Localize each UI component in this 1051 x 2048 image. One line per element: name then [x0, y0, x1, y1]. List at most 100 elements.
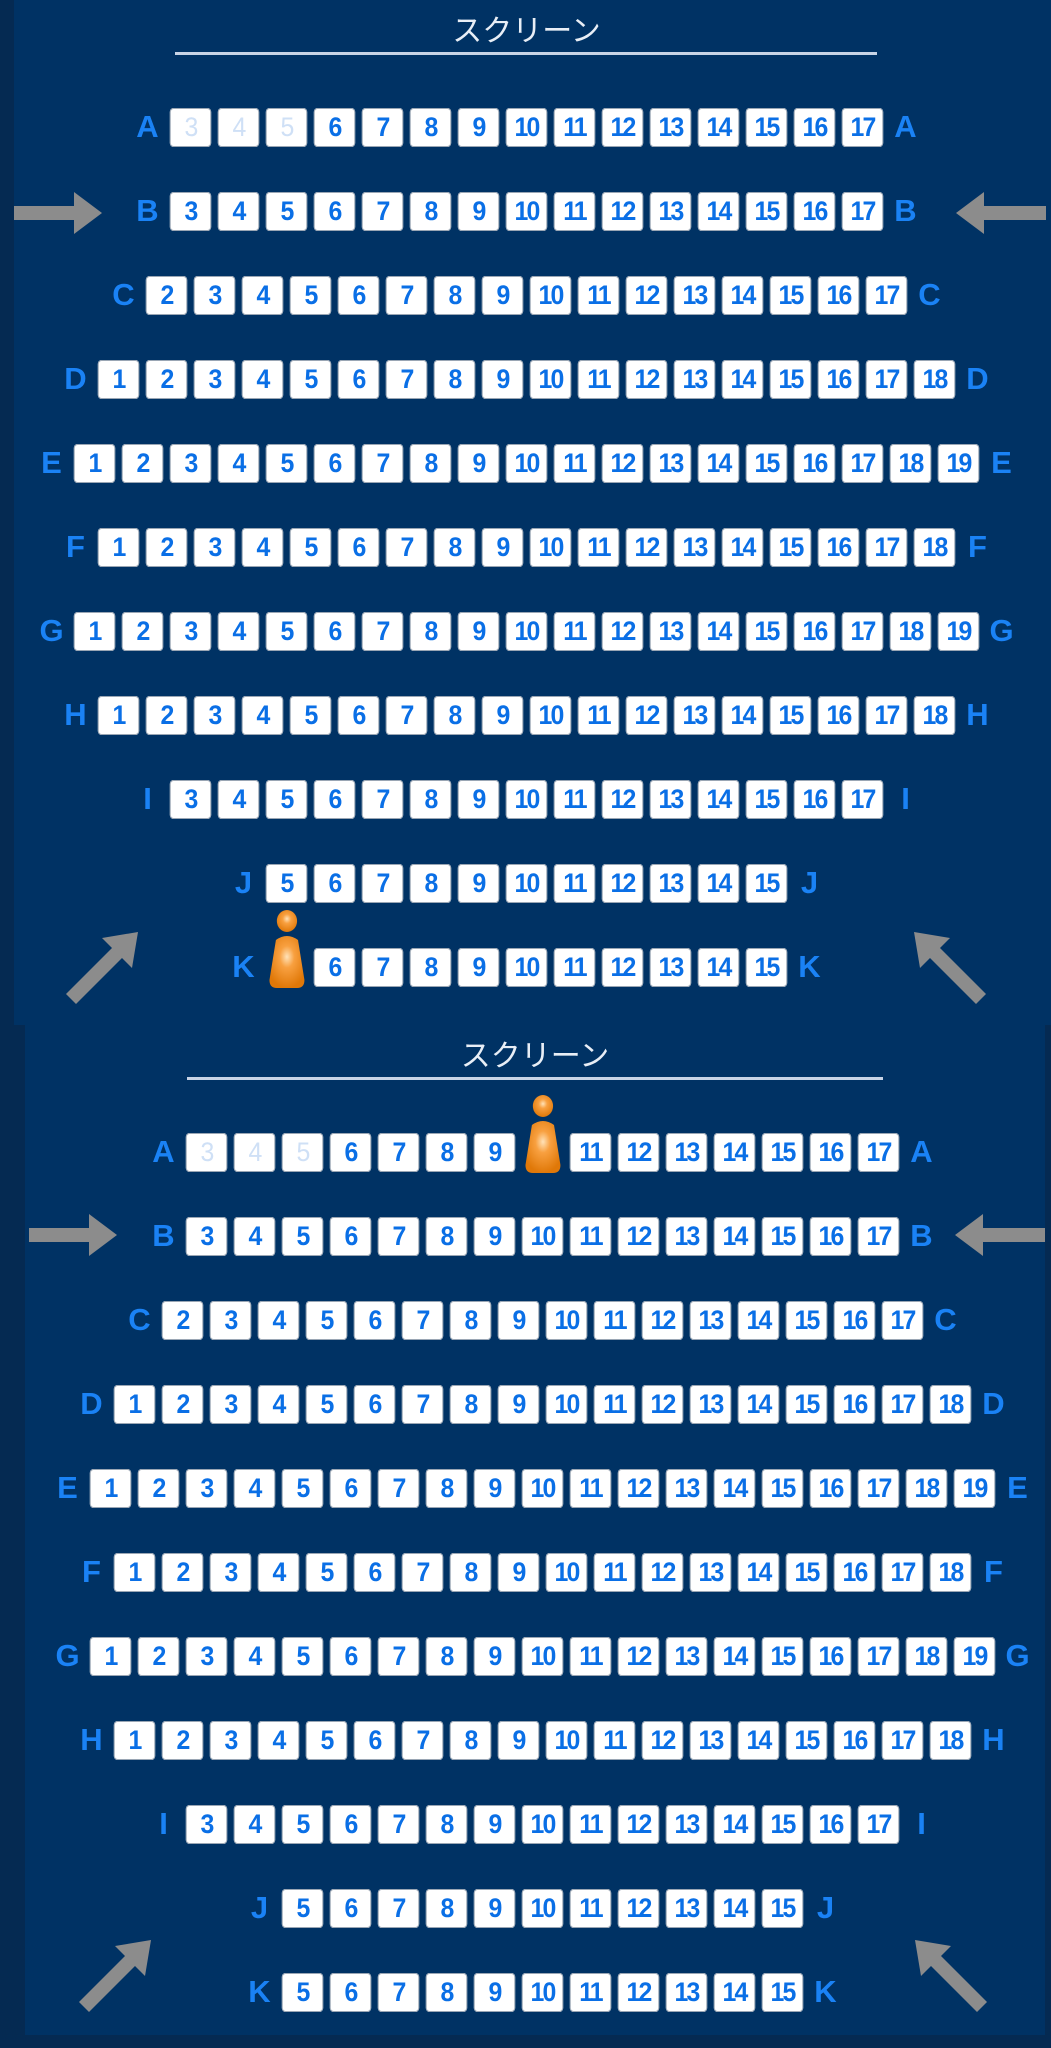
seat-j6[interactable]: 6	[313, 863, 356, 903]
seat-a11[interactable]: 11	[553, 107, 596, 147]
seat-g8[interactable]: 8	[425, 1636, 468, 1676]
seat-g17[interactable]: 17	[841, 611, 884, 651]
seat-f9[interactable]: 9	[497, 1552, 540, 1592]
seat-e13[interactable]: 13	[649, 443, 692, 483]
seat-i12[interactable]: 12	[601, 779, 644, 819]
seat-d6[interactable]: 6	[337, 359, 380, 399]
seat-d18[interactable]: 18	[929, 1384, 972, 1424]
seat-k9[interactable]: 9	[457, 947, 500, 987]
seat-h15[interactable]: 15	[769, 695, 812, 735]
seat-a17[interactable]: 17	[841, 107, 884, 147]
seat-d16[interactable]: 16	[817, 359, 860, 399]
seat-f14[interactable]: 14	[737, 1552, 780, 1592]
seat-g1[interactable]: 1	[73, 611, 116, 651]
seat-f5[interactable]: 5	[289, 527, 332, 567]
seat-b8[interactable]: 8	[409, 191, 452, 231]
seat-e5[interactable]: 5	[281, 1468, 324, 1508]
seat-b5[interactable]: 5	[281, 1216, 324, 1256]
seat-d8[interactable]: 8	[433, 359, 476, 399]
seat-a7[interactable]: 7	[377, 1132, 420, 1172]
seat-h1[interactable]: 1	[113, 1720, 156, 1760]
seat-g6[interactable]: 6	[329, 1636, 372, 1676]
seat-d8[interactable]: 8	[449, 1384, 492, 1424]
seat-g13[interactable]: 13	[649, 611, 692, 651]
seat-f3[interactable]: 3	[193, 527, 236, 567]
seat-j7[interactable]: 7	[377, 1888, 420, 1928]
seat-e15[interactable]: 15	[761, 1468, 804, 1508]
seat-f15[interactable]: 15	[785, 1552, 828, 1592]
seat-f8[interactable]: 8	[449, 1552, 492, 1592]
seat-i11[interactable]: 11	[569, 1804, 612, 1844]
seat-e10[interactable]: 10	[505, 443, 548, 483]
seat-h6[interactable]: 6	[353, 1720, 396, 1760]
seat-i10[interactable]: 10	[505, 779, 548, 819]
seat-i11[interactable]: 11	[553, 779, 596, 819]
seat-a15[interactable]: 15	[745, 107, 788, 147]
seat-a7[interactable]: 7	[361, 107, 404, 147]
seat-d12[interactable]: 12	[625, 359, 668, 399]
seat-k11[interactable]: 11	[553, 947, 596, 987]
seat-k6[interactable]: 6	[313, 947, 356, 987]
seat-k10[interactable]: 10	[521, 1972, 564, 2012]
seat-c6[interactable]: 6	[353, 1300, 396, 1340]
seat-c13[interactable]: 13	[673, 275, 716, 315]
seat-g16[interactable]: 16	[793, 611, 836, 651]
seat-h13[interactable]: 13	[689, 1720, 732, 1760]
seat-c17[interactable]: 17	[865, 275, 908, 315]
seat-g16[interactable]: 16	[809, 1636, 852, 1676]
seat-k7[interactable]: 7	[377, 1972, 420, 2012]
seat-b4[interactable]: 4	[233, 1216, 276, 1256]
seat-b15[interactable]: 15	[745, 191, 788, 231]
seat-h12[interactable]: 12	[625, 695, 668, 735]
seat-i3[interactable]: 3	[169, 779, 212, 819]
seat-f11[interactable]: 11	[577, 527, 620, 567]
seat-g14[interactable]: 14	[697, 611, 740, 651]
seat-h2[interactable]: 2	[161, 1720, 204, 1760]
seat-i7[interactable]: 7	[361, 779, 404, 819]
seat-f10[interactable]: 10	[529, 527, 572, 567]
seat-d11[interactable]: 11	[593, 1384, 636, 1424]
seat-h13[interactable]: 13	[673, 695, 716, 735]
seat-h11[interactable]: 11	[577, 695, 620, 735]
seat-f2[interactable]: 2	[161, 1552, 204, 1592]
seat-b14[interactable]: 14	[697, 191, 740, 231]
seat-b12[interactable]: 12	[601, 191, 644, 231]
seat-f7[interactable]: 7	[385, 527, 428, 567]
seat-k13[interactable]: 13	[665, 1972, 708, 2012]
seat-b17[interactable]: 17	[841, 191, 884, 231]
seat-a6[interactable]: 6	[313, 107, 356, 147]
seat-e14[interactable]: 14	[697, 443, 740, 483]
seat-e19[interactable]: 19	[937, 443, 980, 483]
seat-i6[interactable]: 6	[313, 779, 356, 819]
seat-f12[interactable]: 12	[625, 527, 668, 567]
seat-j15[interactable]: 15	[745, 863, 788, 903]
seat-b6[interactable]: 6	[313, 191, 356, 231]
seat-j5[interactable]: 5	[281, 1888, 324, 1928]
seat-i4[interactable]: 4	[233, 1804, 276, 1844]
seat-g3[interactable]: 3	[185, 1636, 228, 1676]
seat-a10-selected[interactable]	[522, 1094, 563, 1173]
seat-a10[interactable]: 10	[505, 107, 548, 147]
seat-i5[interactable]: 5	[265, 779, 308, 819]
seat-i9[interactable]: 9	[473, 1804, 516, 1844]
seat-b13[interactable]: 13	[665, 1216, 708, 1256]
seat-j15[interactable]: 15	[761, 1888, 804, 1928]
seat-g9[interactable]: 9	[457, 611, 500, 651]
seat-d1[interactable]: 1	[113, 1384, 156, 1424]
seat-b11[interactable]: 11	[553, 191, 596, 231]
seat-i14[interactable]: 14	[697, 779, 740, 819]
seat-i16[interactable]: 16	[809, 1804, 852, 1844]
seat-k15[interactable]: 15	[745, 947, 788, 987]
seat-f1[interactable]: 1	[113, 1552, 156, 1592]
seat-e8[interactable]: 8	[425, 1468, 468, 1508]
seat-b10[interactable]: 10	[505, 191, 548, 231]
seat-d5[interactable]: 5	[289, 359, 332, 399]
seat-e4[interactable]: 4	[217, 443, 260, 483]
seat-e9[interactable]: 9	[473, 1468, 516, 1508]
seat-g2[interactable]: 2	[137, 1636, 180, 1676]
seat-e6[interactable]: 6	[329, 1468, 372, 1508]
seat-i4[interactable]: 4	[217, 779, 260, 819]
seat-a16[interactable]: 16	[793, 107, 836, 147]
seat-g10[interactable]: 10	[521, 1636, 564, 1676]
seat-d9[interactable]: 9	[497, 1384, 540, 1424]
